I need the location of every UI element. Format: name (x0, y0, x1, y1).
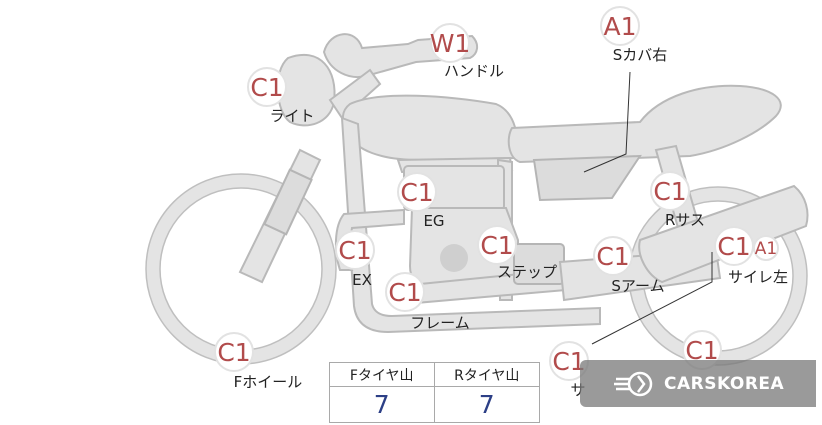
marker-side-cover-right[interactable]: A1 (600, 6, 640, 46)
label-muffler-left: サイレ左 (728, 268, 788, 286)
tire-tread-table: Fタイヤ山 Rタイヤ山 7 7 (329, 362, 540, 423)
exhaust-pipe-shape (334, 208, 405, 271)
label-side-cover-right: Sカバ右 (613, 46, 668, 64)
marker-muffler-left[interactable]: C1 A1 (714, 226, 779, 266)
marker-muffler-left-code2: A1 (755, 239, 777, 259)
carskorea-logo-icon (614, 371, 653, 396)
front-tire-value: 7 (330, 387, 435, 422)
marker-swingarm[interactable]: C1 (593, 236, 633, 276)
label-step: ステップ (497, 263, 557, 281)
rear-tire-header: Rタイヤ山 (434, 363, 539, 387)
seat-shape (507, 84, 782, 164)
fork-slider-shape (263, 168, 313, 236)
label-exhaust: EX (352, 271, 372, 289)
front-tire-header: Fタイヤ山 (330, 363, 435, 387)
label-rear-suspension: Rサス (665, 211, 705, 229)
marker-engine[interactable]: C1 (397, 172, 437, 212)
marker-front-wheel-code: C1 (217, 338, 250, 367)
label-light: ライト (269, 107, 314, 125)
marker-light-code: C1 (250, 73, 283, 102)
marker-frame-code: C1 (388, 278, 421, 307)
marker-swingarm-code: C1 (596, 242, 629, 271)
side-cover-leader (583, 71, 631, 173)
marker-rear-suspension[interactable]: C1 (650, 171, 690, 211)
label-frame: フレーム (410, 314, 470, 332)
engine-cover-shape (440, 244, 468, 272)
label-engine: EG (423, 212, 444, 230)
marker-handle-code: W1 (430, 29, 471, 58)
marker-muffler-left-code: C1 (717, 232, 750, 261)
label-handle: ハンドル (444, 62, 504, 80)
motorcycle-silhouette (145, 33, 809, 366)
marker-exhaust[interactable]: C1 (335, 230, 375, 270)
rear-tire-value: 7 (478, 390, 495, 419)
carskorea-watermark: CARSKOREA (580, 360, 816, 407)
marker-step[interactable]: C1 (477, 225, 517, 265)
fuel-tank-shape (342, 94, 519, 162)
label-front-wheel: Fホイール (234, 373, 303, 391)
marker-handle[interactable]: W1 (430, 23, 471, 63)
marker-front-wheel[interactable]: C1 (214, 332, 254, 372)
watermark-brand-text: CARSKOREA (664, 373, 785, 394)
marker-frame[interactable]: C1 (385, 272, 425, 312)
muffler-leader (591, 252, 713, 345)
steering-head-shape (328, 68, 382, 120)
marker-engine-code: C1 (400, 178, 433, 207)
frame-down-tube (340, 116, 601, 334)
leader-lines (583, 71, 713, 345)
marker-light[interactable]: C1 (247, 67, 287, 107)
marker-rear-suspension-code: C1 (653, 177, 686, 206)
label-swingarm: Sアーム (611, 277, 664, 295)
marker-step-code: C1 (480, 231, 513, 260)
side-cover-shape (532, 154, 642, 202)
marker-side-cover-right-code: A1 (603, 12, 636, 41)
marker-exhaust-code: C1 (338, 236, 371, 265)
